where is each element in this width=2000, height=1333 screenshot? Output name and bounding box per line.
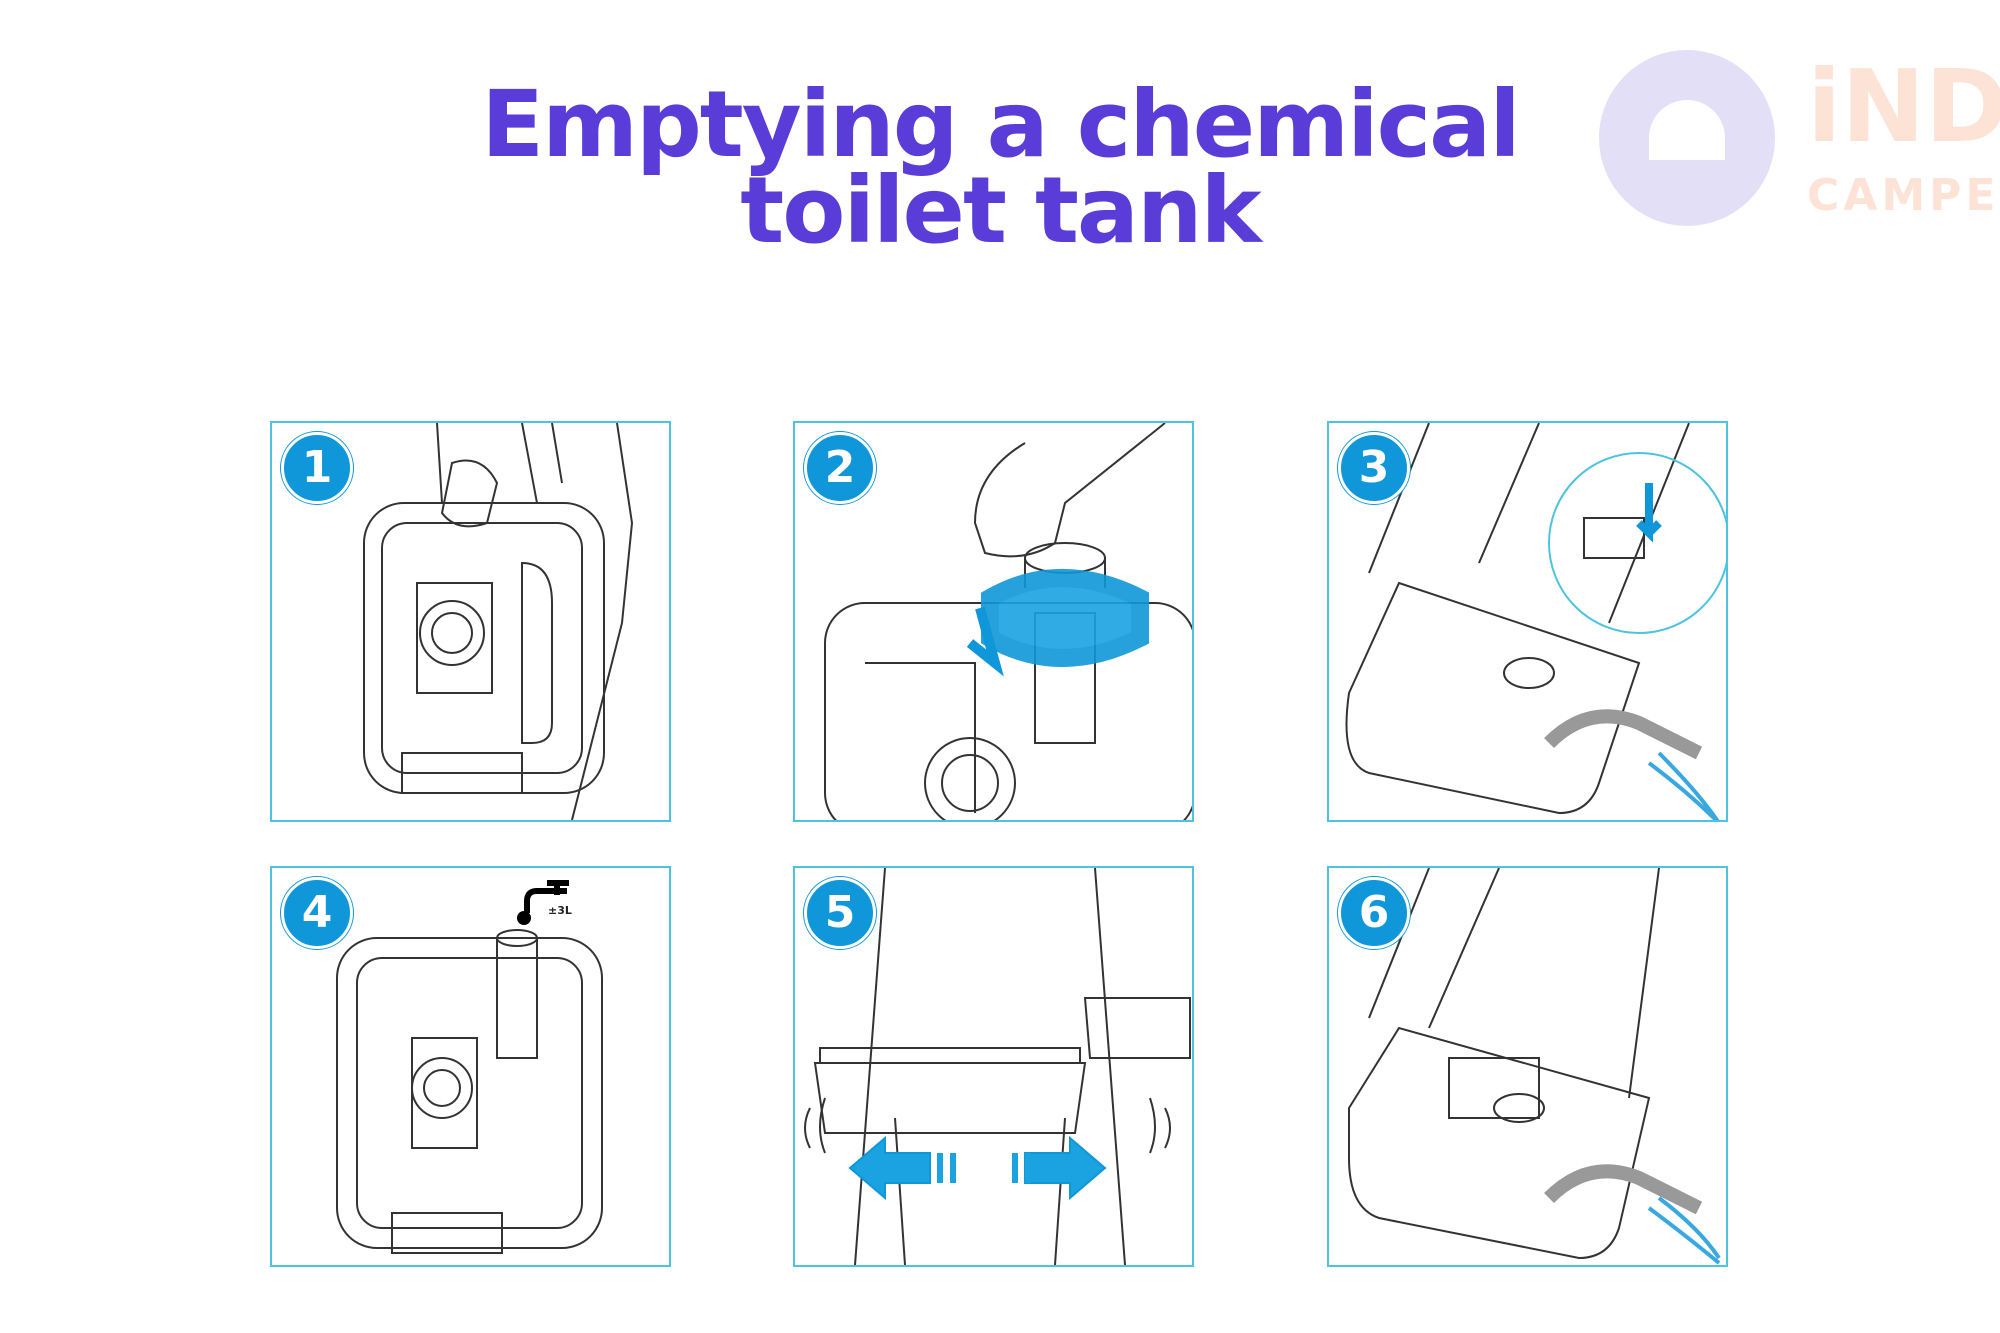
- step-number-badge: 6: [1338, 877, 1410, 949]
- step-number-badge: 3: [1338, 432, 1410, 504]
- step-2-panel: 2: [793, 421, 1194, 822]
- title-line-1: Emptying a chemical: [481, 71, 1521, 178]
- pour-out-illustration: [1345, 423, 1726, 820]
- indie-camper-logo: iND CAMPER: [1599, 50, 2000, 240]
- step-3-panel: 3: [1327, 421, 1728, 822]
- title-line-2: toilet tank: [740, 157, 1261, 264]
- carry-tank-illustration: [363, 423, 634, 820]
- rinse-pour-illustration: [1348, 868, 1721, 1265]
- logo-ring-icon: [1599, 50, 1775, 226]
- step-number-badge: 1: [281, 432, 353, 504]
- add-water-illustration: [336, 880, 603, 1254]
- step-5-panel: 5: [793, 866, 1194, 1267]
- step-number-badge: 5: [804, 877, 876, 949]
- step-1-panel: 1: [270, 421, 671, 822]
- logo-sub: CAMPER: [1807, 170, 2000, 221]
- step-number-badge: 2: [804, 432, 876, 504]
- water-amount-note: ±3L: [548, 904, 572, 917]
- logo-brand: iND: [1807, 48, 2000, 165]
- step-number-badge: 4: [281, 877, 353, 949]
- shake-tank-illustration: [804, 868, 1191, 1265]
- step-4-panel: ±3L 4: [270, 866, 671, 1267]
- step-6-panel: 6: [1327, 866, 1728, 1267]
- unscrew-cap-illustration: [824, 423, 1192, 820]
